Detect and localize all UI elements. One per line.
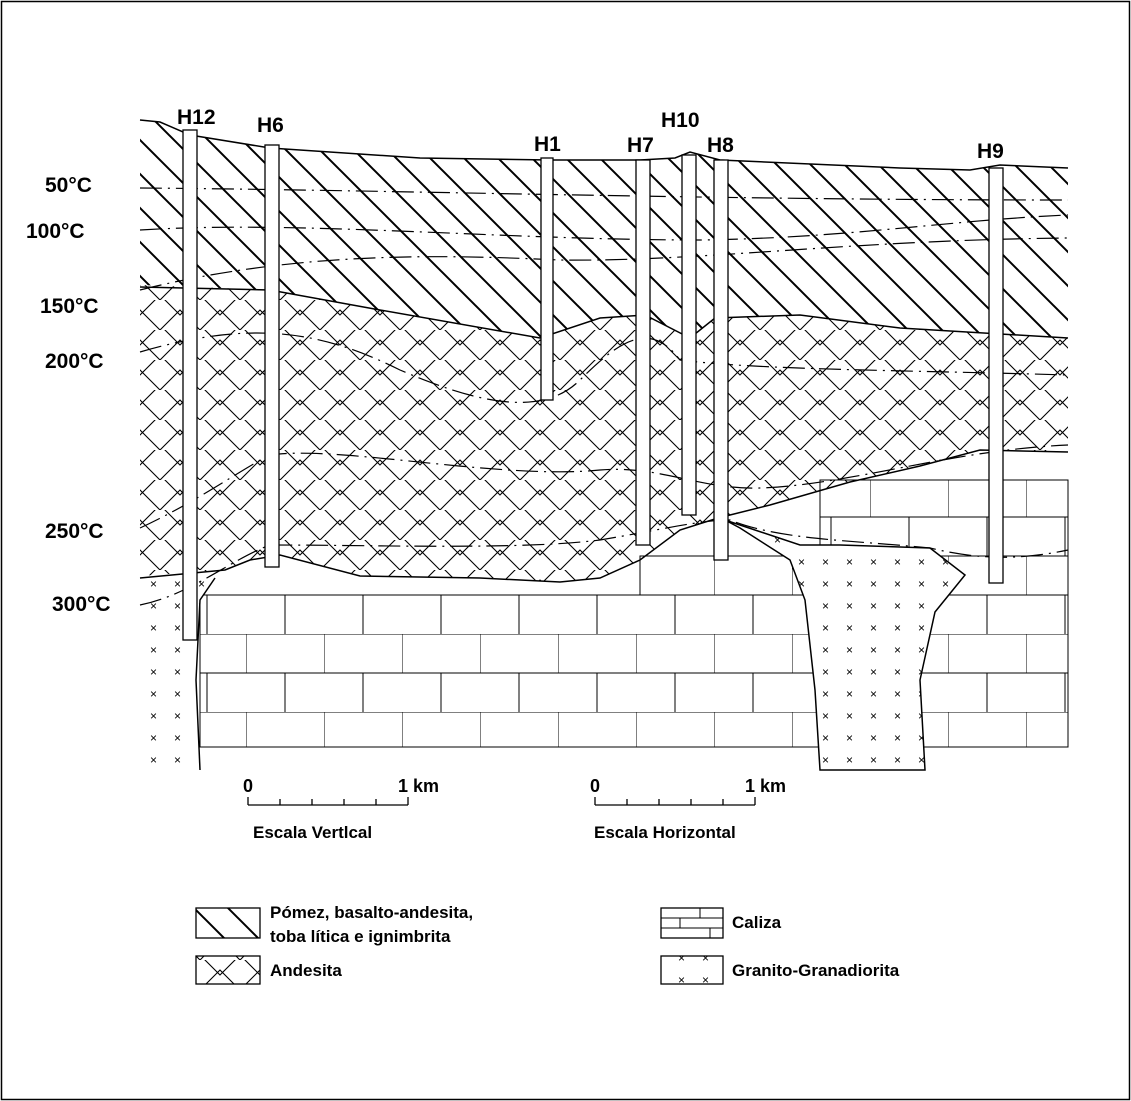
horizontal-scale-bar [594,797,756,806]
well-h8 [713,159,729,561]
well-label-h8: H8 [707,134,734,157]
well-label-h6: H6 [257,114,284,137]
well-h1 [540,157,554,401]
isotherm-100 [139,214,1069,241]
vertical-scale-bar [247,797,409,806]
isotherm-250 [139,444,1069,529]
legend: Pómez, basalto-andesita, toba lítica e i… [195,903,900,985]
pomez-top-boundary [139,119,1069,171]
legend-swatch-pomez [195,907,261,939]
well-h12 [182,129,198,641]
isotherm-200 [139,332,1069,403]
isotherm-label-100: 100°C [26,220,85,243]
granito-left-contact [195,577,216,771]
isotherm-50 [139,187,1069,201]
vertical-scale-end: 1 km [398,776,439,796]
well-label-h10: H10 [661,109,700,132]
vertical-scale-caption: Escala Vertlcal [253,823,372,842]
well-label-h1: H1 [534,133,561,156]
pomez-unit [140,120,1068,338]
granito-center-unit [724,519,967,771]
andesita-unit [140,285,1068,582]
legend-label-pomez-2: toba lítica e ignimbrita [270,927,451,946]
well-h9 [988,167,1004,584]
horizontal-scale-end: 1 km [745,776,786,796]
isotherm-label-300: 300°C [52,593,111,616]
legend-swatch-granito [660,955,724,985]
isotherm-label-250: 250°C [45,520,104,543]
legend-label-andesita: Andesita [270,961,342,980]
isotherm-label-150: 150°C [40,295,99,318]
wells [182,129,1004,641]
well-h10 [681,154,697,516]
vertical-scale-start: 0 [243,776,253,796]
legend-swatch-caliza [660,907,724,939]
well-label-h9: H9 [977,140,1004,163]
legend-label-caliza: Caliza [732,913,782,932]
well-label-h12: H12 [177,106,216,129]
legend-swatch-andesita [195,955,261,985]
legend-label-pomez-1: Pómez, basalto-andesita, [270,903,473,922]
legend-label-granito: Granito-Granadiorita [732,961,900,980]
horizontal-scale-caption: Escala Horizontal [594,823,736,842]
isotherm-label-50: 50°C [45,174,92,197]
well-h7 [635,159,651,546]
horizontal-scale-start: 0 [590,776,600,796]
isotherm-label-200: 200°C [45,350,104,373]
isotherm-150 [139,237,1069,291]
well-h6 [264,144,280,568]
well-label-h7: H7 [627,134,654,157]
